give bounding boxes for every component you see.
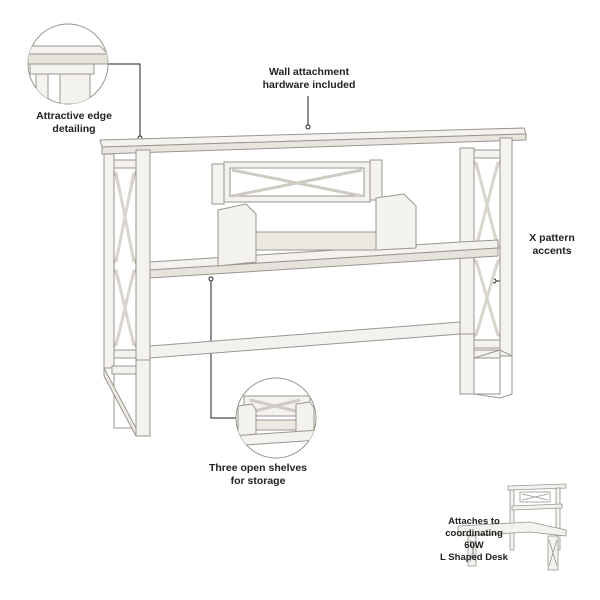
hutch-drawing <box>99 127 527 437</box>
wall-hardware-callout: Wall attachment hardware included <box>250 66 368 92</box>
right-side-panel <box>499 137 513 357</box>
shelves-leader <box>210 279 236 419</box>
x-pattern-callout: X pattern accents <box>520 232 584 258</box>
x-pattern-callout-line2: accents <box>532 245 572 257</box>
left-side-panel <box>103 153 115 369</box>
shelves-callout-line2: for storage <box>230 475 286 487</box>
shelves-inset <box>235 377 317 459</box>
wall-callout-line2: hardware included <box>262 79 356 91</box>
edge-detail-inset <box>27 23 109 105</box>
right-shelf-divider <box>375 193 417 251</box>
wall-callout-line1: Wall attachment <box>268 66 350 78</box>
edge-callout-line2: detailing <box>52 123 96 135</box>
lower-stretcher <box>149 321 461 359</box>
shelves-leader-dot <box>208 276 214 282</box>
wall-leader-dot <box>305 124 311 130</box>
x-pattern-callout-line1: X pattern <box>529 232 575 244</box>
edge-detailing-callout: Attractive edge detailing <box>28 110 120 136</box>
desk-thumbnail <box>457 483 567 571</box>
shelves-callout-line1: Three open shelves <box>208 462 308 474</box>
attach-callout-line2: coordinating 60W <box>445 528 503 551</box>
edge-callout-line1: Attractive edge <box>36 110 112 122</box>
shelves-callout: Three open shelves for storage <box>206 462 310 488</box>
attach-desk-callout: Attaches to coordinating 60W L Shaped De… <box>440 516 508 564</box>
attach-callout-line1: Attaches to <box>448 516 500 527</box>
edge-leader <box>108 63 141 138</box>
attach-callout-line3: L Shaped Desk <box>440 552 508 563</box>
left-shelf-divider <box>217 203 257 267</box>
